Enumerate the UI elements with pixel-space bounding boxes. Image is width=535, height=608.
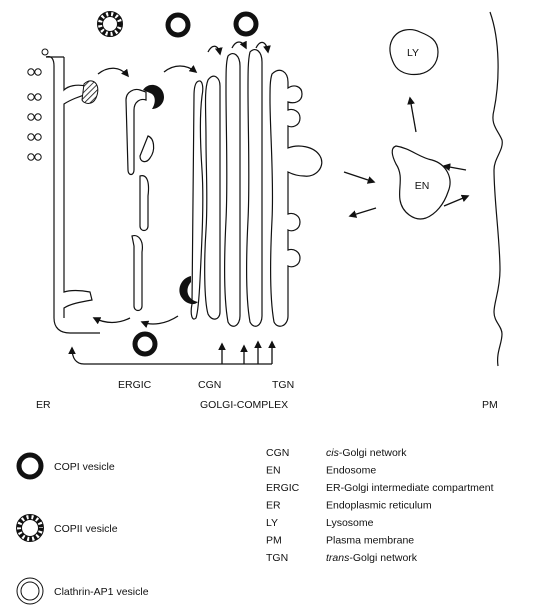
abbr-definition-text: -Golgi network <box>339 447 407 459</box>
ergic-label: ERGIC <box>118 379 152 391</box>
abbr-term: TGN <box>266 552 288 564</box>
lysosome-label: LY <box>407 47 419 59</box>
copi-vesicle-return <box>135 334 155 354</box>
legend-clathrin-label: Clathrin-AP1 vesicle <box>54 586 149 598</box>
abbr-term: EN <box>266 465 281 477</box>
golgi-cisternae <box>191 50 322 327</box>
plasma-membrane <box>490 12 502 366</box>
abbr-definition-text: Endosome <box>326 465 376 477</box>
abbr-definition: cis-Golgi network <box>326 447 407 459</box>
endosome-label: EN <box>415 180 430 192</box>
abbr-definition-text: Plasma membrane <box>326 535 414 547</box>
legend-copii-label: COPII vesicle <box>54 523 118 535</box>
retrograde-path <box>72 348 272 364</box>
abbr-definition: Endosome <box>326 465 376 477</box>
legend-clathrin-icon <box>17 578 43 604</box>
golgi-copi-bud-lower <box>179 276 198 304</box>
pm-label: PM <box>482 399 498 411</box>
cgn-label: CGN <box>198 379 221 391</box>
er-label: ER <box>36 399 51 411</box>
er-budding-copii-coat <box>82 81 98 104</box>
abbr-definition-text: Endoplasmic reticulum <box>326 500 432 512</box>
abbr-term: ERGIC <box>266 482 300 494</box>
abbr-definition: ER-Golgi intermediate compartment <box>326 482 494 494</box>
abbr-definition-text: ER-Golgi intermediate compartment <box>326 482 494 494</box>
abbr-definition-italic: cis <box>326 447 340 459</box>
abbr-definition: Plasma membrane <box>326 535 414 547</box>
copi-vesicle-top <box>168 15 188 35</box>
abbr-definition-italic: trans <box>326 552 350 564</box>
ergic-membranes <box>126 89 154 310</box>
abbr-definition: Endoplasmic reticulum <box>326 500 432 512</box>
abbr-term: ER <box>266 500 281 512</box>
abbr-definition: trans-Golgi network <box>326 552 418 564</box>
copii-vesicle-top <box>98 12 123 37</box>
abbr-definition-text: -Golgi network <box>349 552 417 564</box>
legend-copii-icon <box>17 515 44 542</box>
legend-copi-icon <box>19 455 41 477</box>
golgi-complex-label: GOLGI-COMPLEX <box>200 399 288 411</box>
abbr-definition: Lysosome <box>326 517 374 529</box>
abbr-definition-text: Lysosome <box>326 517 374 529</box>
er-ribosomes <box>28 49 48 160</box>
abbr-term: PM <box>266 535 282 547</box>
copi-vesicle-top-golgi <box>236 14 256 34</box>
abbr-term: CGN <box>266 447 289 459</box>
legend-copi-label: COPI vesicle <box>54 461 115 473</box>
tgn-label: TGN <box>272 379 294 391</box>
abbr-term: LY <box>266 517 278 529</box>
